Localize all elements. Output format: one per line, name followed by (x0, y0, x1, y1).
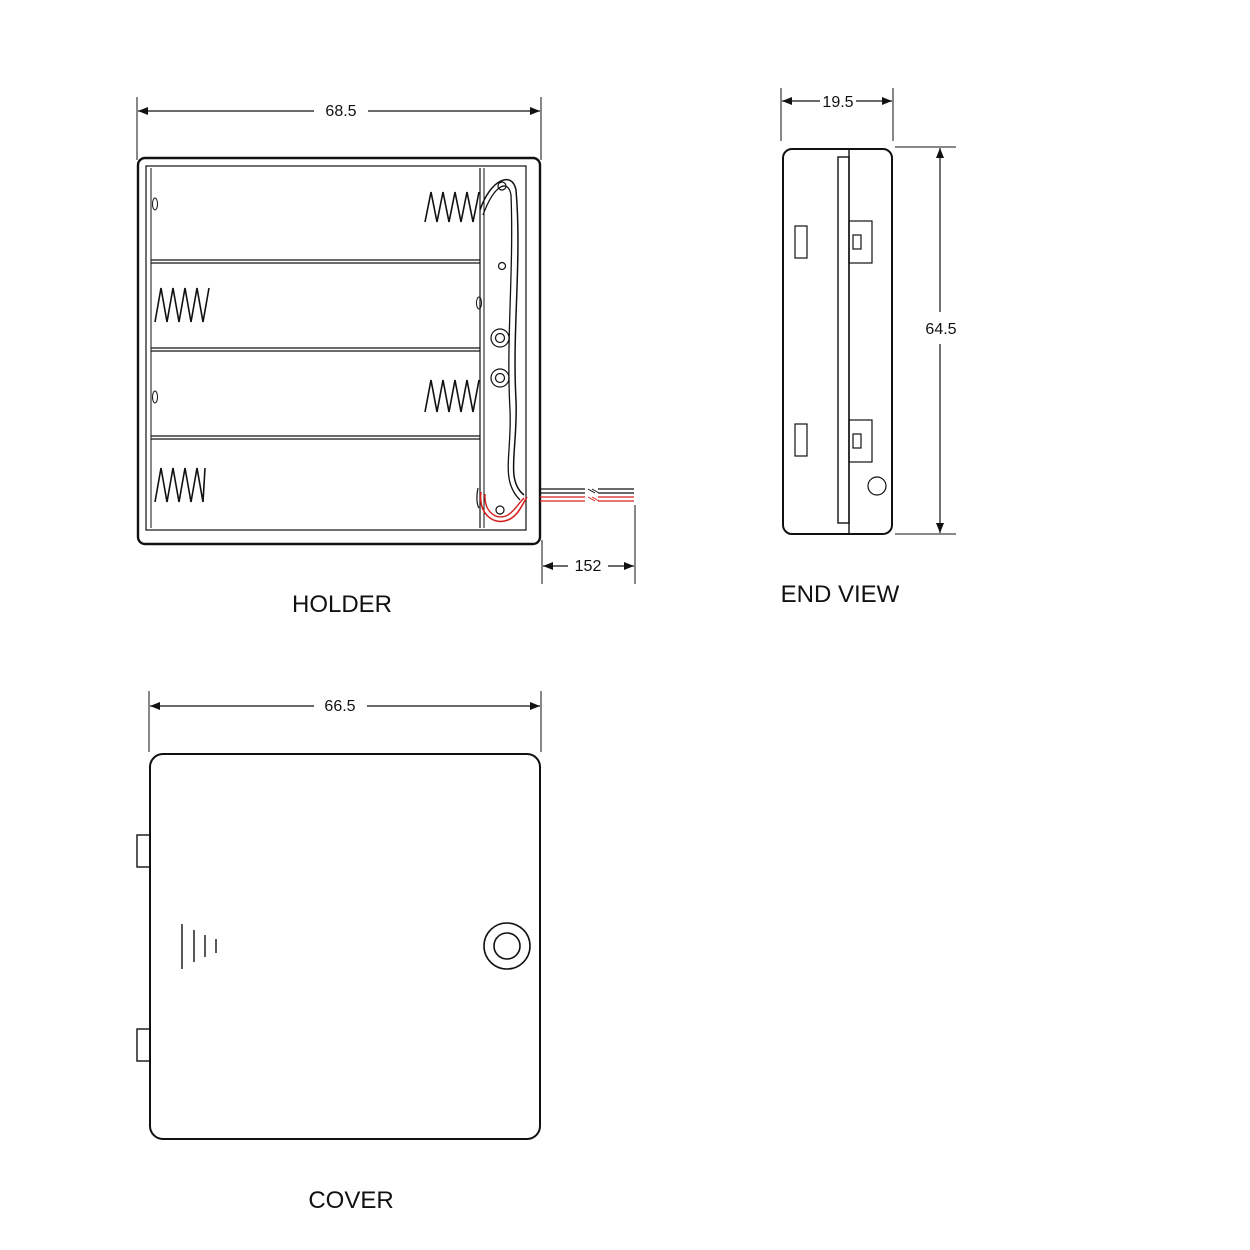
holder-inner-frame (145, 165, 527, 531)
red-wire (479, 491, 528, 523)
cover-grip-lines (181, 924, 217, 969)
end-view-body (782, 148, 893, 535)
end-view-label: END VIEW (781, 581, 900, 608)
holder-view: 68.5 (136, 97, 636, 618)
wire-length-dimension: 152 (541, 505, 636, 584)
black-wire-loop (479, 178, 525, 496)
battery-slot-dividers (151, 259, 480, 440)
end-view: 19.5 64.5 END VIEW (780, 88, 957, 608)
end-view-cover-edge (837, 156, 850, 524)
holder-width-dimension: 68.5 (136, 97, 542, 160)
end-view-height-value: 64.5 (925, 321, 956, 338)
holder-outer-body (136, 156, 542, 546)
spring-slot-1 (424, 191, 480, 223)
holder-width-value: 68.5 (325, 103, 356, 120)
cover-width-value: 66.5 (324, 698, 355, 715)
cover-width-dimension: 66.5 (148, 691, 542, 752)
cover-hinge-tab-top (136, 834, 151, 868)
holder-label: HOLDER (292, 591, 392, 618)
end-view-depth-dimension: 19.5 (780, 88, 894, 141)
cover-hinge-tab-bottom (136, 1028, 151, 1062)
cover-view: 66.5 COVER (136, 691, 542, 1214)
end-view-depth-value: 19.5 (822, 94, 853, 111)
cover-screw-icon (483, 922, 531, 970)
wire-leads (540, 488, 634, 502)
spring-slot-4-visible (154, 467, 206, 503)
spring-slot-3 (424, 379, 480, 413)
cover-label: COVER (308, 1187, 393, 1214)
cover-panel (149, 753, 541, 1140)
wire-length-value: 152 (575, 558, 602, 575)
end-view-height-dimension: 64.5 (895, 146, 957, 535)
spring-slot-2 (154, 287, 210, 323)
